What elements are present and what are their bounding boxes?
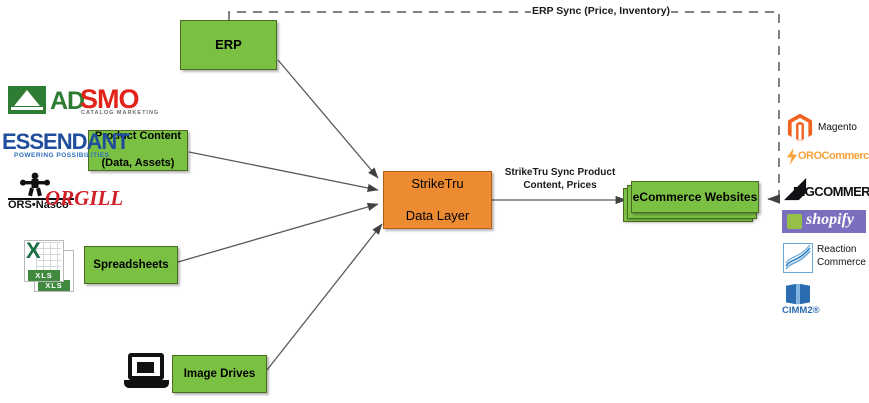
ad-logo: AD: [8, 86, 118, 116]
node-spreadsheets[interactable]: Spreadsheets: [84, 246, 178, 284]
cimm2-logo-mark: [786, 283, 810, 305]
node-image-drives[interactable]: Image Drives: [172, 355, 267, 393]
node-ecommerce-websites[interactable]: eCommerce Websites: [631, 181, 759, 213]
node-erp[interactable]: ERP: [180, 20, 277, 70]
ors-nasco-logo-rule: [8, 198, 74, 200]
laptop-folder-icon: [137, 362, 154, 373]
node-striketru-label-line2: Data Layer: [405, 207, 470, 223]
node-striketru-data-layer[interactable]: StrikeTru Data Layer: [383, 171, 492, 229]
laptop-image-drive-icon: [124, 353, 170, 395]
node-striketru-label-line1: StrikeTru: [411, 176, 464, 192]
ad-logo-mark: [8, 86, 46, 114]
magento-logo: Magento: [787, 113, 869, 143]
node-ecommerce-websites-label: eCommerce Websites: [632, 189, 758, 204]
reaction-commerce-label-line2: Commerce: [817, 256, 866, 268]
smo-logo-word: SMO: [80, 84, 140, 114]
excel-xls-grid: [36, 242, 61, 271]
reaction-commerce-logo: Reaction Commerce: [783, 243, 869, 277]
orocommerce-logo: OROCommerce: [786, 148, 869, 166]
orocommerce-logo-word: OROCommerce: [798, 150, 869, 162]
magento-logo-label: Magento: [818, 122, 857, 133]
smo-logo: SMO CATALOG MARKETING: [80, 84, 170, 116]
essendant-logo-subtitle: POWERING POSSIBILITIES: [14, 152, 110, 159]
edge-erp-to-striketru: [277, 59, 379, 179]
edge-spreadsheets-to-striketru: [177, 202, 379, 263]
edge-label-striketru-sync-line2: Product Content, Prices: [523, 167, 616, 191]
orgill-logo: ORGILL: [45, 186, 125, 212]
edge-image-drives-to-striketru: [266, 223, 383, 371]
node-erp-label: ERP: [215, 37, 242, 53]
bigcommerce-logo-word: BIGCOMMERCE: [793, 184, 869, 199]
shopify-logo-band: [782, 210, 866, 233]
node-spreadsheets-label: Spreadsheets: [93, 258, 169, 271]
shopify-logo-word: shopify: [806, 211, 854, 228]
ad-logo-word: AD: [50, 87, 85, 115]
reaction-commerce-logo-mark: [783, 243, 813, 273]
bigcommerce-logo: BIGCOMMERCE: [784, 178, 869, 204]
reaction-commerce-logo-label: Reaction Commerce: [817, 244, 866, 269]
essendant-logo: ESSENDANT POWERING POSSIBILITIES: [2, 129, 130, 163]
node-product-content[interactable]: Product Content (Data, Assets): [88, 130, 188, 171]
cimm2-logo-label: CIMM2®: [782, 305, 820, 316]
edge-label-striketru-sync-line1: StrikeTru Sync: [504, 167, 575, 178]
node-image-drives-label: Image Drives: [183, 367, 256, 380]
excel-xls-x-glyph: X: [26, 238, 41, 263]
excel-xls-tab-back: XLS: [38, 280, 70, 291]
edge-label-striketru-sync: StrikeTru Sync Product Content, Prices: [494, 167, 626, 192]
edge-label-erp-sync: ERP Sync (Price, Inventory): [531, 5, 671, 19]
orgill-logo-word: ORGILL: [45, 186, 124, 210]
excel-xls-logo: XLS X XLS: [22, 238, 82, 295]
orocommerce-logo-bolt: [786, 148, 798, 165]
shopify-logo: shopify: [782, 210, 866, 234]
ors-nasco-logo-word: ORS•Nasco: [8, 199, 69, 211]
reaction-commerce-label-line1: Reaction: [817, 244, 857, 255]
essendant-logo-word: ESSENDANT: [2, 129, 130, 154]
node-product-content-label-line1: Product Content: [94, 130, 182, 143]
cimm2-logo: CIMM2®: [782, 283, 842, 317]
shopify-logo-bag: [787, 214, 802, 229]
bigcommerce-logo-mark: [784, 178, 807, 201]
magento-logo-mark: [787, 113, 813, 142]
smo-logo-subtitle: CATALOG MARKETING: [81, 110, 160, 116]
edge-product-content-to-striketru: [188, 151, 379, 193]
laptop-base: [124, 380, 169, 388]
excel-xls-tab-front: XLS: [28, 270, 60, 281]
ors-nasco-logo: ORS•Nasco: [8, 172, 80, 212]
node-product-content-label-line2: (Data, Assets): [101, 157, 175, 170]
ors-nasco-logo-mark: [20, 172, 50, 197]
